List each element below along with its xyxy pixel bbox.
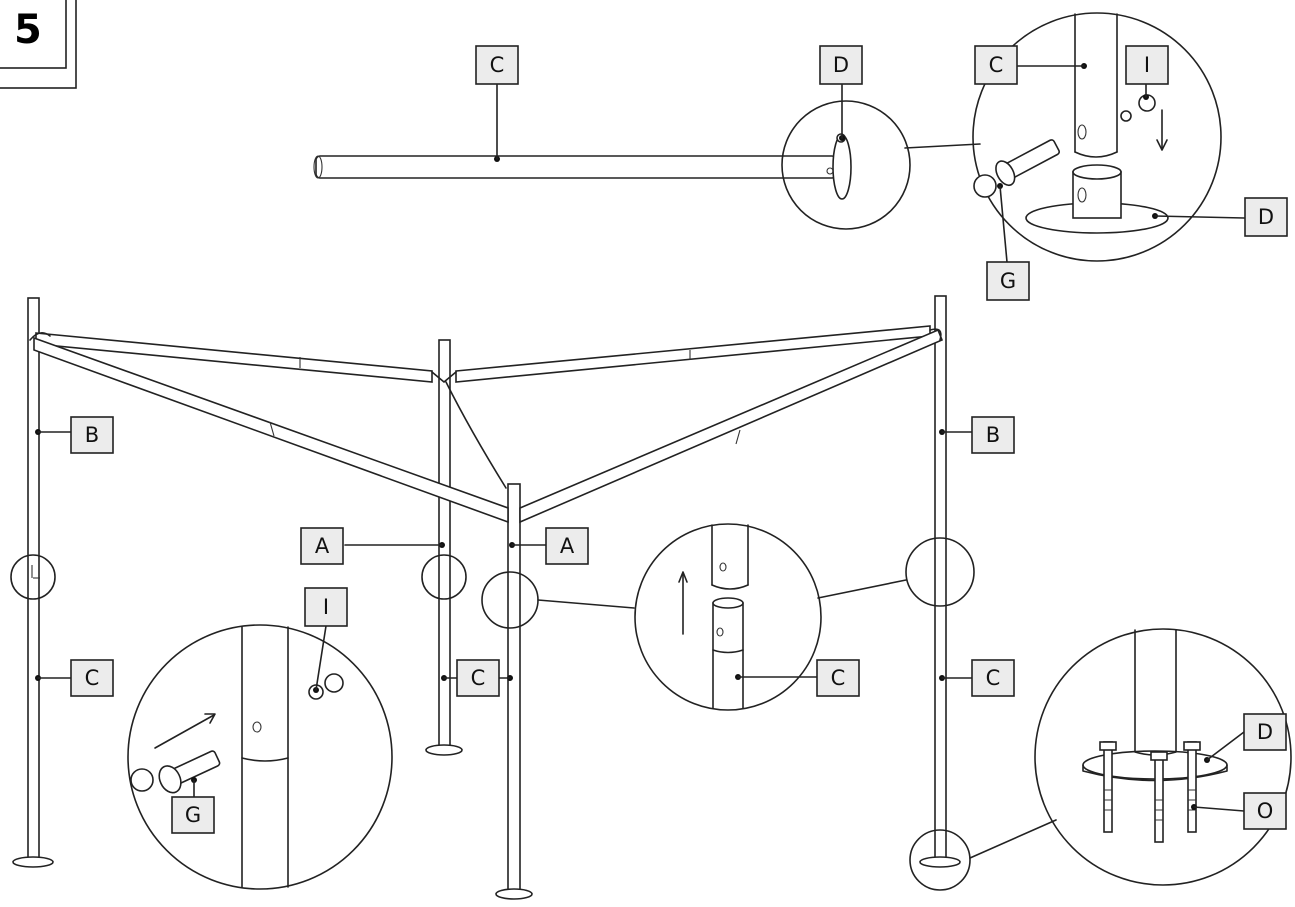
part-label-g-detail-left: G <box>171 796 215 834</box>
svg-text:G: G <box>185 803 201 827</box>
part-label-a-left: A <box>300 527 344 565</box>
step-number: 5 <box>14 7 42 53</box>
detail-bottom-left <box>127 624 393 890</box>
svg-text:C: C <box>85 666 100 690</box>
svg-text:B: B <box>85 423 99 447</box>
part-label-g-detail-top: G <box>986 261 1030 301</box>
frame-joint-circles <box>10 537 975 891</box>
svg-text:C: C <box>490 53 505 77</box>
svg-text:B: B <box>986 423 1000 447</box>
part-label-b-left: B <box>70 416 114 454</box>
svg-text:D: D <box>833 53 849 77</box>
part-label-b-right: B <box>971 416 1015 454</box>
top-tube-assembly <box>313 84 981 230</box>
part-label-c-right: C <box>971 659 1015 697</box>
part-label-c-top: C <box>475 45 519 85</box>
svg-text:C: C <box>471 666 486 690</box>
svg-text:I: I <box>1144 53 1150 77</box>
svg-text:C: C <box>831 666 846 690</box>
part-label-a-right: A <box>545 527 589 565</box>
part-label-i-detail-left: I <box>304 587 348 627</box>
part-label-c-detail-top: C <box>974 45 1018 85</box>
part-label-i-detail-top: I <box>1125 45 1169 85</box>
part-label-d-detail-bottom: D <box>1243 713 1287 751</box>
svg-text:C: C <box>986 666 1001 690</box>
svg-text:I: I <box>323 595 329 619</box>
svg-text:D: D <box>1258 205 1274 229</box>
frame-leaders <box>35 429 973 681</box>
svg-text:D: D <box>1257 720 1273 744</box>
pole-front-right <box>934 295 947 863</box>
part-label-c-center: C <box>456 659 500 697</box>
detail-top-right <box>972 12 1245 263</box>
detail-bottom-right <box>969 628 1292 886</box>
part-label-d-top: D <box>819 45 863 85</box>
part-label-d-detail-top: D <box>1244 197 1288 237</box>
part-label-c-left: C <box>70 659 114 697</box>
svg-text:C: C <box>989 53 1004 77</box>
svg-text:G: G <box>1000 269 1016 293</box>
step-badge: 5 <box>0 0 77 89</box>
pole-front-left <box>27 297 40 861</box>
svg-text:A: A <box>560 534 575 558</box>
part-label-o-detail-bottom: O <box>1243 792 1287 830</box>
svg-text:A: A <box>315 534 330 558</box>
detail-circle-top-tube <box>781 100 911 230</box>
svg-text:O: O <box>1257 799 1274 823</box>
part-label-c-detail-center: C <box>816 659 860 697</box>
frame-roof <box>29 325 944 524</box>
detail-bottom-center <box>537 523 907 711</box>
